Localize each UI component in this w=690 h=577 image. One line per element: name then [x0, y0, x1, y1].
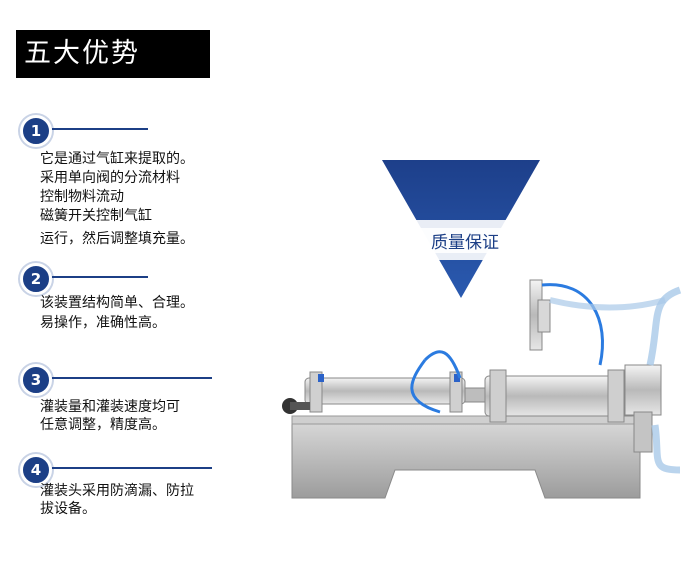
advantage-line: 易操作，准确性高。 [40, 315, 166, 331]
advantage-line: 灌装头采用防滴漏、防拉 [40, 483, 194, 499]
advantage-line: 任意调整，精度高。 [40, 417, 166, 433]
divider-line-4 [52, 467, 212, 469]
advantage-line: 运行，然后调整填充量。 [40, 231, 194, 247]
number-badge-1: 1 [20, 115, 52, 147]
divider-line-2 [52, 276, 148, 278]
advantage-line: 该装置结构简单、合理。 [40, 295, 194, 311]
page-title: 五大优势 [16, 30, 210, 78]
air-hose [541, 283, 605, 366]
valve-body [624, 364, 662, 416]
advantage-line: 拔设备。 [40, 501, 96, 517]
advantage-line: 灌装量和灌装速度均可 [40, 399, 180, 415]
advantage-line: 它是通过气缸来提取的。 [40, 151, 194, 167]
divider-line-1 [52, 128, 148, 130]
number-badge-4: 4 [20, 454, 52, 486]
quality-label: 质量保证 [385, 228, 545, 253]
air-cylinder [304, 377, 466, 405]
filling-machine-illustration [282, 160, 682, 499]
machine-base [291, 419, 641, 499]
divider-line-3 [52, 377, 212, 379]
material-hose [646, 286, 682, 366]
number-badge-3: 3 [20, 364, 52, 396]
advantage-line: 控制物料流动 [40, 189, 124, 205]
advantage-line: 采用单向阀的分流材料 [40, 170, 180, 186]
number-badge-2: 2 [20, 263, 52, 295]
advantage-line: 磁簧开关控制气缸 [40, 208, 152, 224]
